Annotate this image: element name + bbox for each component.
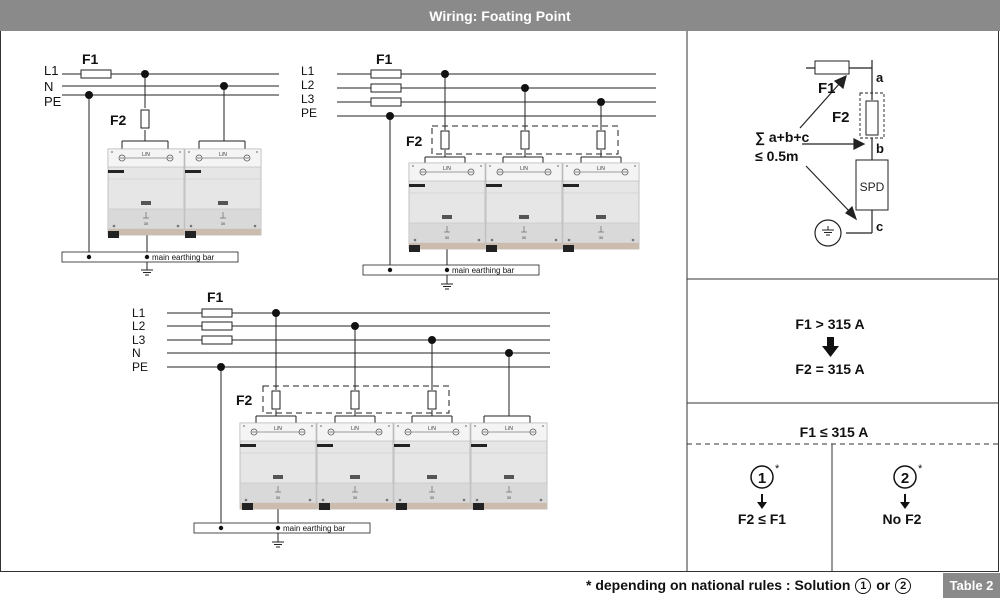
diagram-2: L1 L2 L3 PE F1 F2 main earthing bar	[301, 51, 656, 290]
spd-module	[107, 148, 185, 236]
footer-or: or	[876, 577, 891, 593]
footer-solution-2: 2	[895, 578, 912, 594]
footer-note-text: * depending on national rules : Solution	[586, 577, 851, 593]
line-label-l2: L2	[301, 78, 315, 92]
rule-high-condition: F1 > 315 A	[795, 316, 864, 332]
fuse-l2-icon	[201, 321, 233, 331]
length-limit-label: ≤ 0.5m	[755, 148, 798, 164]
spd-module	[184, 148, 262, 236]
spd-module	[239, 422, 317, 510]
earthing-bar	[193, 522, 371, 534]
fuse-f2-icon	[865, 100, 879, 136]
spd-module	[316, 422, 394, 510]
point-b-label: b	[876, 141, 884, 156]
diagram-3: L1 L2 L3 N PE F1 F2 main earthing bar	[132, 289, 550, 548]
spd-detail: F1 F2 a b c ∑ a+b+c ≤ 0.5m SPD	[755, 60, 889, 247]
ground-icon	[140, 265, 154, 276]
solution-2: 2 * No F2	[883, 463, 923, 527]
table-label: Table 2	[943, 573, 1000, 598]
line-label-l3: L3	[301, 92, 315, 106]
page-header: Wiring: Foating Point	[0, 0, 1000, 31]
ground-icon	[440, 279, 454, 290]
fuse-f2-icon	[596, 130, 606, 150]
solution-2-number: 2	[901, 470, 909, 487]
fuse-f1-label: F1	[207, 289, 224, 305]
fuse-f1-icon	[80, 69, 112, 79]
fuse-f2-icon	[140, 109, 150, 129]
line-label-pe: PE	[301, 106, 317, 120]
rule-high-result: F2 = 315 A	[795, 361, 864, 377]
solution-1-mark: *	[775, 463, 780, 475]
line-label-l3: L3	[132, 333, 146, 347]
fuse-f2-icon	[350, 390, 360, 410]
fuse-l2-icon	[370, 83, 402, 93]
fuse-f2-label: F2	[110, 112, 127, 128]
rule-low-condition: F1 ≤ 315 A	[800, 424, 869, 440]
spd-fuse2-label: F2	[832, 109, 850, 126]
fuse-l3-icon	[201, 335, 233, 345]
point-a-label: a	[876, 70, 884, 85]
line-label-l1: L1	[44, 63, 58, 78]
arrow-down-icon	[822, 337, 839, 357]
line-label-l2: L2	[132, 319, 146, 333]
solution-1: 1 * F2 ≤ F1	[738, 463, 786, 527]
line-label-n: N	[44, 79, 53, 94]
length-sum-label: ∑ a+b+c	[755, 129, 810, 146]
earthing-bar-label: main earthing bar	[452, 266, 515, 275]
solution-1-text: F2 ≤ F1	[738, 511, 786, 527]
fuse-f1-icon	[814, 60, 850, 75]
fuse-l3-icon	[370, 97, 402, 107]
earthing-bar-label: main earthing bar	[152, 253, 215, 262]
fuse-f1-label: F1	[82, 51, 99, 67]
earthing-bar-label: main earthing bar	[283, 524, 346, 533]
line-label-pe: PE	[44, 94, 62, 109]
fuse-f2-icon	[520, 130, 530, 150]
solution-2-text: No F2	[883, 511, 922, 527]
spd-module	[562, 162, 640, 250]
diagram-1: L1 N PE F1 F2 main earthing bar	[44, 51, 279, 276]
fuse-f1-icon	[370, 69, 402, 79]
spd-label: SPD	[860, 180, 885, 194]
line-label-l1: L1	[301, 64, 315, 78]
spd-module	[470, 422, 548, 510]
arrow-down-icon	[757, 494, 767, 509]
fuse-f1-icon	[201, 308, 233, 318]
fuse-f1-label: F1	[376, 51, 393, 67]
earthing-bar	[362, 264, 540, 276]
solution-1-number: 1	[758, 470, 766, 487]
spd-fuse1-label: F1	[818, 80, 836, 97]
spd-module	[485, 162, 563, 250]
spd-box	[855, 159, 889, 211]
line-label-pe: PE	[132, 360, 148, 374]
point-c-label: c	[876, 219, 883, 234]
fuse-f2-icon	[271, 390, 281, 410]
fuse-f2-icon	[427, 390, 437, 410]
fuse-f2-label: F2	[236, 392, 253, 408]
footer-solution-1: 1	[855, 578, 872, 594]
solution-2-mark: *	[918, 463, 923, 475]
fuse-f2-label: F2	[406, 133, 423, 149]
spd-module	[393, 422, 471, 510]
footer-note: * depending on national rules : Solution…	[586, 577, 912, 594]
ground-icon	[271, 537, 285, 548]
earthing-bar	[61, 251, 239, 263]
page-title: Wiring: Foating Point	[429, 7, 571, 24]
line-label-l1: L1	[132, 306, 146, 320]
fuse-f2-icon	[440, 130, 450, 150]
diagram-frame	[0, 31, 999, 572]
arrow-down-icon	[900, 494, 910, 509]
spd-module	[408, 162, 486, 250]
line-label-n: N	[132, 346, 141, 360]
